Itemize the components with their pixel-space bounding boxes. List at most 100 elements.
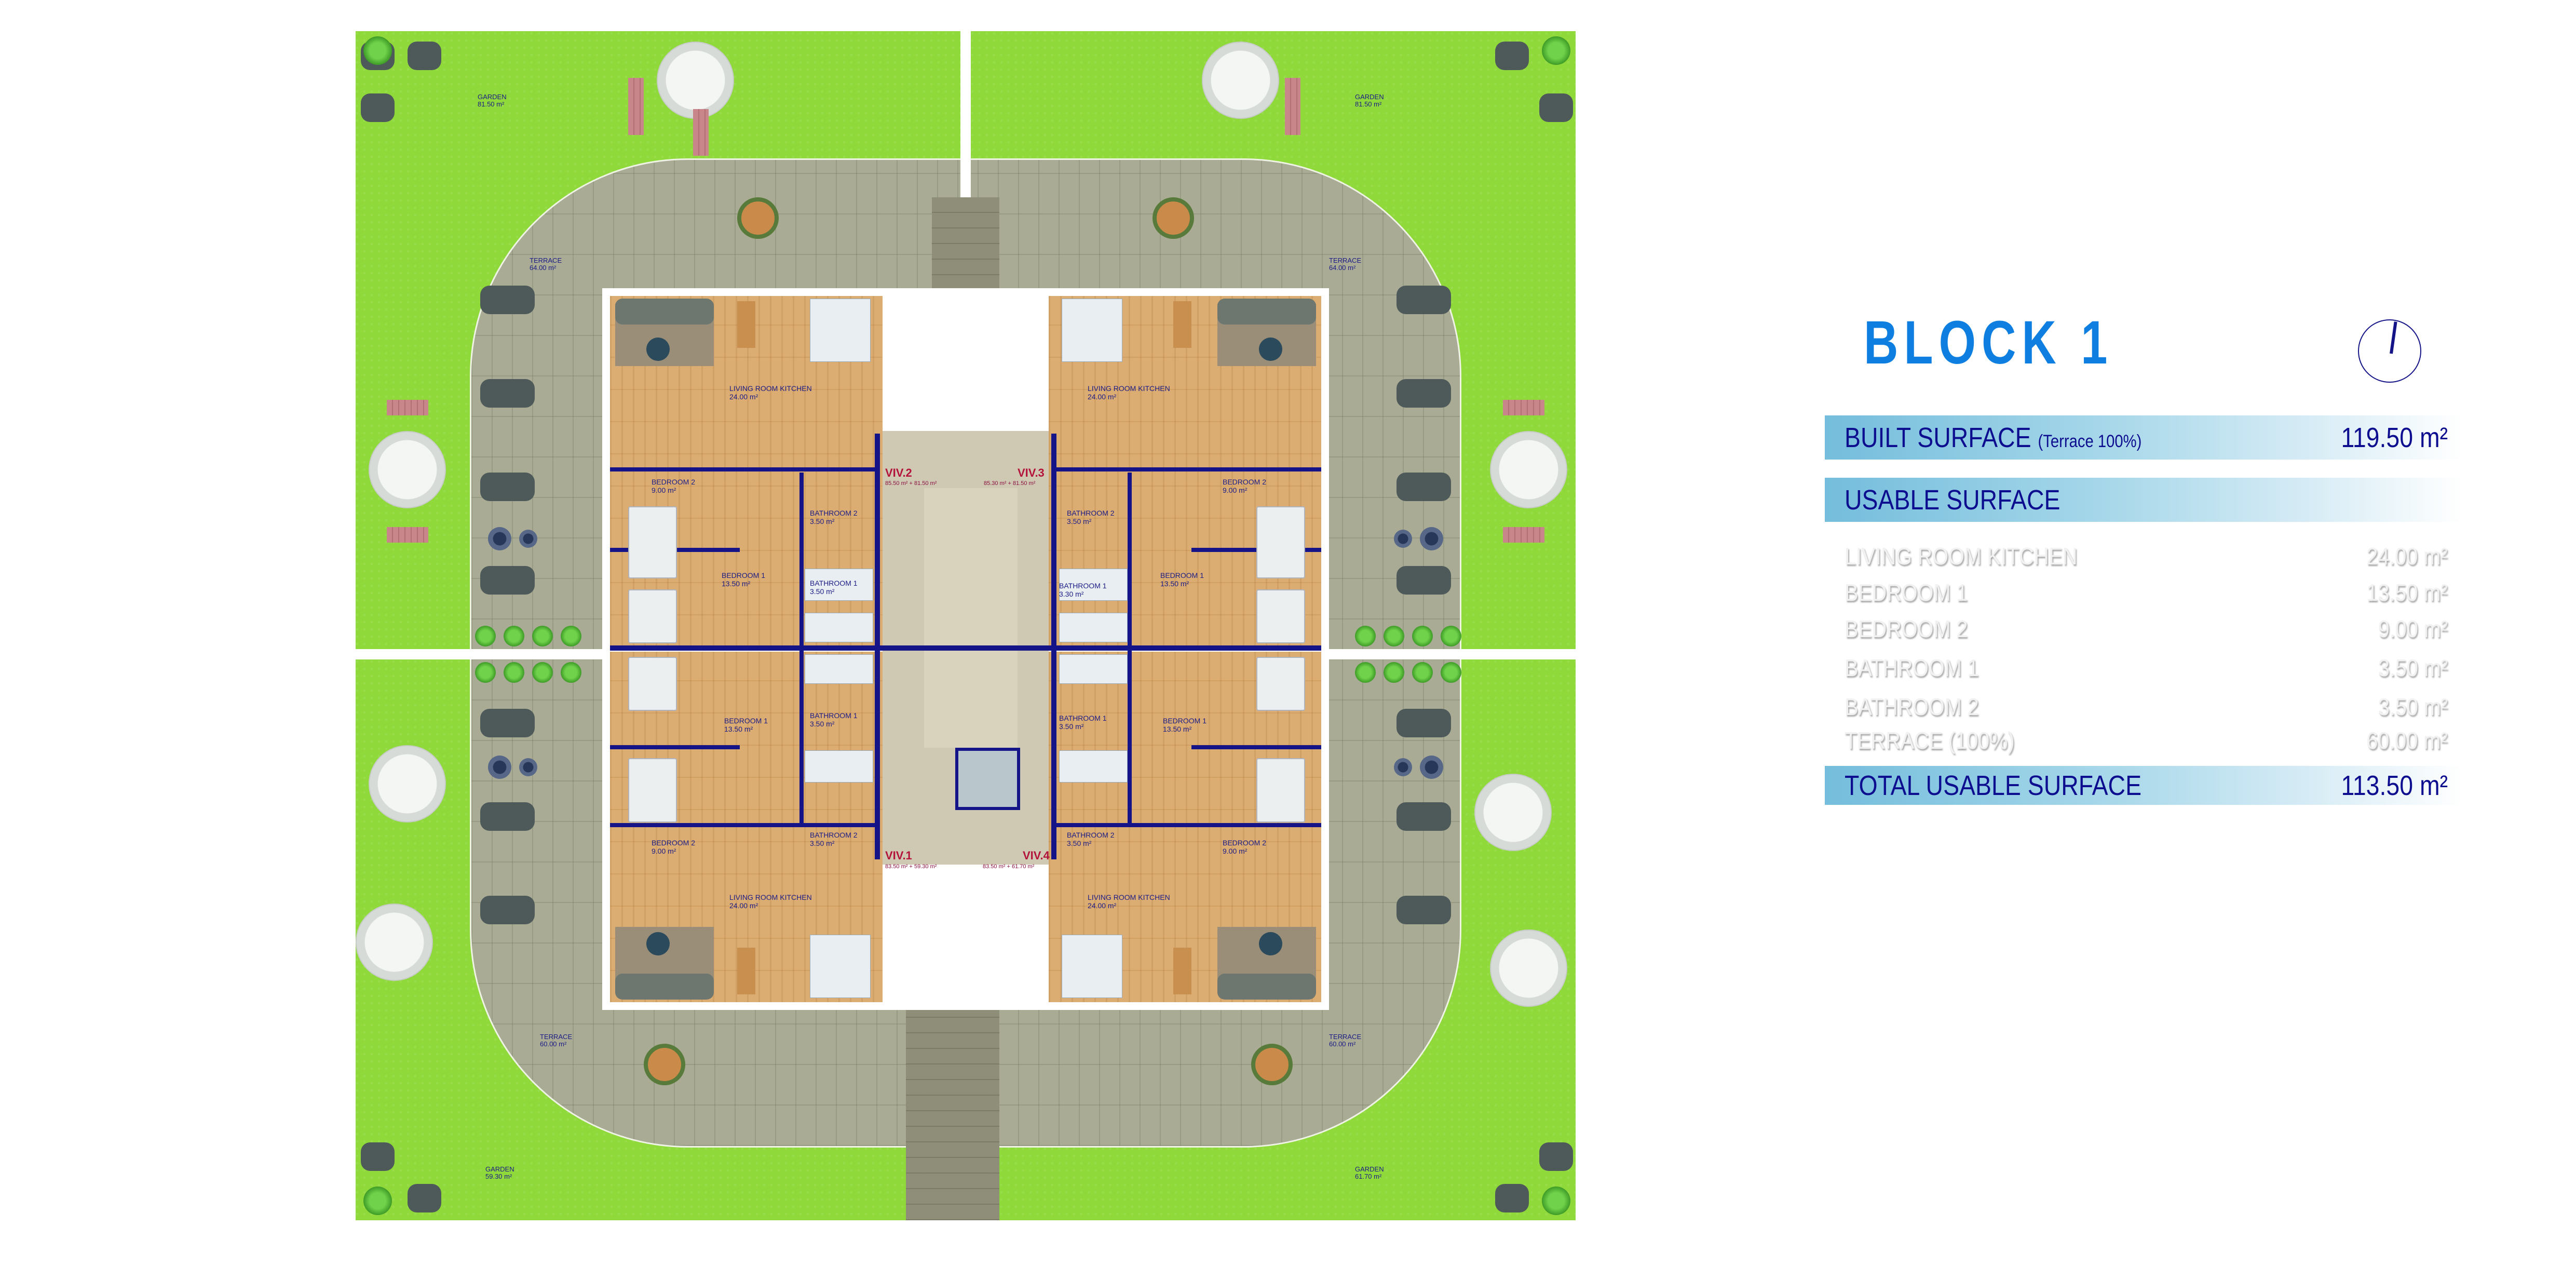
parasol [657, 42, 734, 119]
hedge-shrub [1412, 626, 1433, 646]
bathtub [1059, 750, 1128, 783]
entry-walkway-top [932, 197, 999, 291]
surface-row: LIVING ROOM KITCHEN 24.00 m² [1825, 543, 2463, 574]
hedge-shrub [1355, 662, 1376, 683]
palm-plant [1542, 36, 1570, 65]
cafe-table [644, 1044, 685, 1085]
wall [1128, 473, 1132, 826]
hedge-shrub [532, 662, 553, 683]
garden-armchair [1495, 1184, 1529, 1212]
surface-row-value: 60.00 m² [2366, 727, 2448, 754]
bed [1256, 589, 1305, 643]
room-name: BEDROOM 2 [652, 478, 696, 486]
outdoor-sofa [1397, 379, 1451, 408]
area-name: TERRACE [1329, 1033, 1362, 1041]
wall [610, 467, 875, 471]
surface-row-label: BEDROOM 2 [1845, 615, 1968, 642]
room-name: LIVING ROOM KITCHEN [729, 384, 812, 393]
room-area: 3.50 m² [1059, 722, 1084, 731]
surface-row-value: 9.00 m² [2378, 615, 2448, 642]
built-surface-note: (Terrace 100%) [2038, 432, 2142, 451]
surface-row-value: 3.50 m² [2378, 654, 2448, 681]
palm-plant [1542, 1187, 1570, 1215]
hedge-shrub [561, 662, 581, 683]
outdoor-sofa [480, 286, 535, 314]
area-value: 64.00 m² [530, 264, 557, 272]
room-name: BATHROOM 2 [810, 509, 858, 517]
bathtub [805, 613, 873, 642]
parasol [369, 431, 446, 508]
sun-lounger [1285, 78, 1300, 135]
total-usable-surface-bar-inner: TOTAL USABLE SURFACE 113.50 m² [1825, 766, 2463, 805]
parasol [1474, 774, 1552, 851]
dining-table [1173, 948, 1191, 994]
area-value: 64.00 m² [1329, 264, 1356, 272]
unit-viv1-name: VIV.1 [885, 849, 912, 862]
unit-viv2-name: VIV.2 [885, 466, 912, 479]
garden-armchair [361, 1142, 395, 1171]
room-area: 24.00 m² [729, 393, 758, 401]
bed [628, 589, 677, 643]
palm-plant [363, 1187, 392, 1215]
total-usable-surface-value: 113.50 m² [2341, 770, 2448, 801]
garden-armchair [1539, 1142, 1573, 1171]
sofa [1217, 974, 1316, 1000]
planter [1394, 758, 1412, 776]
sofa [1217, 299, 1316, 325]
built-surface-title: BUILT SURFACE [1845, 422, 2031, 453]
room-area: 9.00 m² [652, 486, 676, 494]
unit-viv3-name: VIV.3 [1018, 466, 1045, 479]
coffee-table [646, 932, 670, 955]
unit-viv1-areas: 83.50 m² + 59.30 m² [885, 864, 937, 870]
surface-row-value: 13.50 m² [2366, 579, 2448, 606]
wall [1191, 745, 1321, 749]
bed [1256, 758, 1305, 823]
room-area: 3.50 m² [1067, 517, 1092, 525]
outdoor-sofa [1397, 896, 1451, 924]
planter [1420, 527, 1443, 550]
surface-row: BEDROOM 2 9.00 m² [1825, 615, 2463, 646]
dining-table [737, 301, 755, 348]
sun-lounger [387, 400, 428, 415]
room-area: 3.30 m² [1059, 590, 1084, 598]
parasol [369, 745, 446, 823]
unit-viv4-areas: 83.50 m² + 61.70 m² [983, 864, 1035, 870]
room-name: BEDROOM 1 [722, 571, 766, 579]
room-name: BATHROOM 1 [1059, 582, 1107, 590]
outdoor-sofa [1397, 802, 1451, 831]
room-name: BEDROOM 2 [652, 839, 696, 847]
outdoor-sofa [1397, 473, 1451, 501]
outdoor-sofa [480, 802, 535, 831]
hedge-shrub [532, 626, 553, 646]
wall [799, 473, 804, 826]
area-value: 61.70 m² [1355, 1172, 1382, 1180]
room-area: 24.00 m² [1088, 901, 1117, 910]
room-name: LIVING ROOM KITCHEN [729, 893, 812, 901]
garden-armchair [408, 42, 441, 70]
surface-row-label: TERRACE (100%) [1845, 727, 2015, 754]
area-name: GARDEN [478, 93, 507, 101]
surface-row-value: 24.00 m² [2366, 543, 2448, 570]
entry-walkway-bottom [906, 1007, 999, 1220]
surface-row-label: BATHROOM 2 [1845, 693, 1979, 720]
dining-table [737, 948, 755, 994]
room-name: LIVING ROOM KITCHEN [1088, 384, 1170, 393]
outdoor-sofa [480, 473, 535, 501]
bathtub [1059, 654, 1128, 684]
surface-row: TERRACE (100%) 60.00 m² [1825, 727, 2463, 758]
planter [1394, 530, 1412, 548]
room-area: 13.50 m² [1163, 725, 1192, 733]
surface-row-value: 3.50 m² [2378, 693, 2448, 720]
area-name: TERRACE [540, 1033, 573, 1041]
